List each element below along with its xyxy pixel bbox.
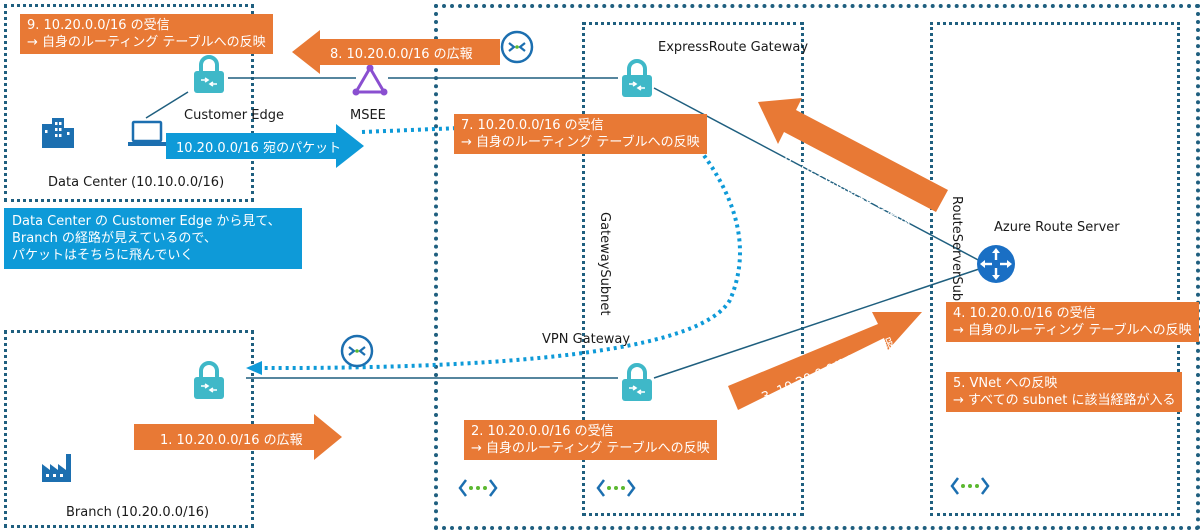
step-2-line2: → 自身のルーティング テーブルへの反映 [471,441,710,456]
step-9-line1: 9. 10.20.0.0/16 の受信 [27,18,170,33]
datacenter-box [4,4,254,202]
gateway-subnet-box [582,22,804,516]
packet-path-arrowhead [246,361,262,375]
note-line2: Branch の経路が見えているので、 [12,231,217,246]
step-1-arrow-shape [134,414,342,460]
explanation-note: Data Center の Customer Edge から見て、 Branch… [4,208,302,269]
factory-icon [42,454,71,482]
packet-path [249,120,742,371]
expressroute-connection-icon [500,30,534,64]
step-9-line2: → 自身のルーティング テーブルへの反映 [27,35,266,50]
customer-edge-label: Customer Edge [184,108,284,123]
note-line1: Data Center の Customer Edge から見て、 [12,214,281,229]
step-3-arrow: 3. 10.20.0.0/16 の広報 [728,306,924,416]
step-4-line2: → 自身のルーティング テーブルへの反映 [953,323,1192,338]
packet-arrow: 10.20.0.0/16 宛のパケット [166,124,364,168]
er-ars-link [653,87,983,263]
building-icon [42,118,74,148]
azure-route-server-label: Azure Route Server [994,220,1120,235]
step-8-arrow-shape [292,30,500,74]
er-gateway-lock-icon [622,59,652,97]
router-icon [977,245,1015,283]
step-8-arrow: 8. 10.20.0.0/16 の広報 [292,30,500,74]
vnet-box [434,4,1200,530]
packet-arrow-shape [166,124,364,168]
step-4-box: 4. 10.20.0.0/16 の受信 → 自身のルーティング テーブルへの反映 [946,302,1199,342]
vpn-gateway-label: VPN Gateway [542,332,631,347]
route-server-subnet-box [930,22,1180,516]
vnet-icon [458,479,498,497]
step-6-arrow-shape [758,98,948,212]
branch-title: Branch (10.20.0.0/16) [66,505,210,520]
step-3-arrow-shape [728,312,922,410]
step-1-label: 1. 10.20.0.0/16 の広報 [160,433,303,448]
step-7-line1: 7. 10.20.0.0/16 の受信 [461,118,604,133]
step-7-line2: → 自身のルーティング テーブルへの反映 [461,135,700,150]
step-7-box: 7. 10.20.0.0/16 の受信 → 自身のルーティング テーブルへの反映 [454,114,707,154]
step-1-arrow: 1. 10.20.0.0/16 の広報 [134,414,342,460]
route-server-subnet-icon [950,477,990,495]
note-line3: パケットはそちらに飛んでいく [12,248,194,263]
step-9-box: 9. 10.20.0.0/16 の受信 → 自身のルーティング テーブルへの反映 [20,14,273,54]
customer-edge-lock-icon [194,55,224,93]
gateway-subnet-label: GatewaySubnet [597,212,612,316]
er-gateway-label: ExpressRoute Gateway [658,40,809,55]
msee-triangle-icon [352,64,388,96]
gateway-subnet-icon [596,479,636,497]
step-4-line1: 4. 10.20.0.0/16 の受信 [953,306,1096,321]
vpn-ars-link [653,267,983,379]
laptop-icon [128,120,166,146]
step-5-line2: → すべての subnet に該当経路が入る [953,393,1176,408]
branch-lock-icon [194,361,224,399]
step-2-line1: 2. 10.20.0.0/16 の受信 [471,424,614,439]
ce-laptop-link [145,91,189,119]
vpn-gateway-lock-icon [622,363,652,401]
step-6-arrow: 6. 10.20.0.0/16 の広報 [752,96,952,228]
step-5-box: 5. VNet への反映 → すべての subnet に該当経路が入る [946,372,1183,412]
step-8-label: 8. 10.20.0.0/16 の広報 [330,47,473,62]
step-2-box: 2. 10.20.0.0/16 の受信 → 自身のルーティング テーブルへの反映 [464,420,717,460]
packet-label: 10.20.0.0/16 宛のパケット [176,141,342,156]
msee-label: MSEE [350,108,386,123]
vpn-connection-icon [340,334,374,368]
step-5-line1: 5. VNet への反映 [953,376,1058,391]
datacenter-title: Data Center (10.10.0.0/16) [48,175,225,190]
